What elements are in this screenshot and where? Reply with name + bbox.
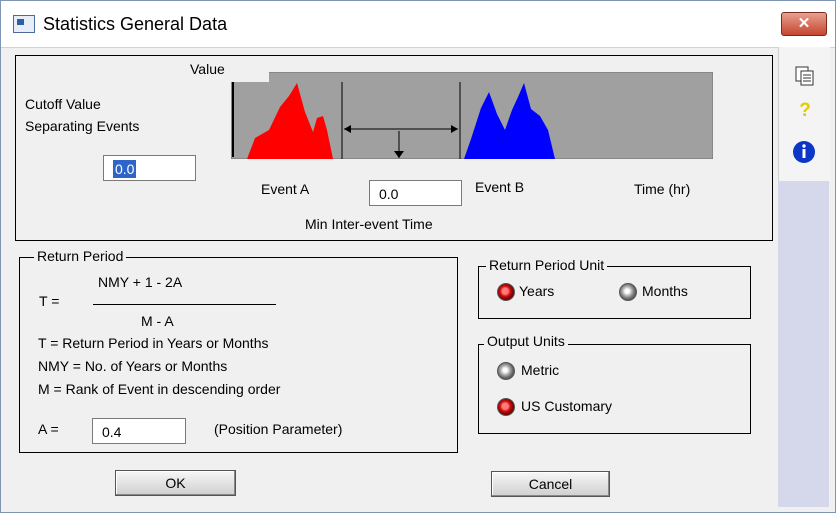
info-icon[interactable]	[792, 140, 816, 164]
ok-button[interactable]: OK	[115, 470, 236, 496]
time-axis-label: Time (hr)	[634, 181, 691, 197]
years-label[interactable]: Years	[519, 283, 555, 299]
event-b-label: Event B	[475, 179, 525, 195]
event-a-hydrograph	[247, 83, 333, 159]
return-period-legend: Return Period	[34, 248, 127, 264]
definition-m: M = Rank of Event in descending order	[38, 381, 281, 397]
output-units-group	[478, 344, 751, 434]
value-axis-label: Value	[190, 61, 225, 77]
us-customary-radio[interactable]	[497, 398, 515, 416]
metric-label[interactable]: Metric	[521, 362, 560, 378]
a-parameter-input[interactable]: 0.4	[92, 418, 186, 444]
event-a-label: Event A	[261, 181, 310, 197]
formula-t-label: T =	[39, 293, 60, 309]
fraction-bar	[93, 304, 276, 305]
app-icon	[13, 15, 35, 33]
cutoff-value-input[interactable]: 0.0	[103, 155, 196, 181]
definition-nmy: NMY = No. of Years or Months	[38, 358, 228, 374]
us-customary-label[interactable]: US Customary	[521, 398, 613, 414]
min-interevent-label: Min Inter-event Time	[305, 216, 433, 232]
months-radio[interactable]	[619, 283, 637, 301]
return-period-unit-group	[478, 266, 751, 319]
cutoff-label-line1: Cutoff Value	[25, 96, 101, 112]
definition-t: T = Return Period in Years or Months	[38, 335, 269, 351]
event-definition-group	[15, 55, 773, 241]
event-b-hydrograph	[464, 83, 555, 159]
close-icon: ✕	[797, 15, 811, 32]
help-icon[interactable]: ?	[799, 100, 811, 121]
title-bar: Statistics General Data ✕	[1, 1, 835, 48]
cutoff-value-text: 0.0	[113, 160, 137, 178]
min-interevent-input[interactable]: 0.0	[369, 180, 462, 206]
return-period-unit-legend: Return Period Unit	[486, 257, 608, 273]
cancel-button[interactable]: Cancel	[491, 471, 610, 497]
metric-radio[interactable]	[497, 362, 515, 380]
a-parameter-note: (Position Parameter)	[214, 421, 343, 437]
event-diagram	[231, 72, 713, 159]
window-title: Statistics General Data	[43, 14, 228, 34]
output-units-legend: Output Units	[484, 333, 568, 349]
years-radio[interactable]	[497, 283, 515, 301]
formula-denominator: M - A	[141, 313, 174, 329]
months-label[interactable]: Months	[642, 283, 688, 299]
cutoff-label-line2: Separating Events	[25, 118, 140, 134]
copy-icon[interactable]	[793, 65, 817, 89]
side-toolbar: ?	[778, 47, 830, 181]
a-parameter-label: A =	[38, 421, 59, 437]
return-period-group	[19, 257, 458, 453]
formula-numerator: NMY + 1 - 2A	[98, 274, 183, 290]
close-button[interactable]: ✕	[781, 12, 827, 36]
